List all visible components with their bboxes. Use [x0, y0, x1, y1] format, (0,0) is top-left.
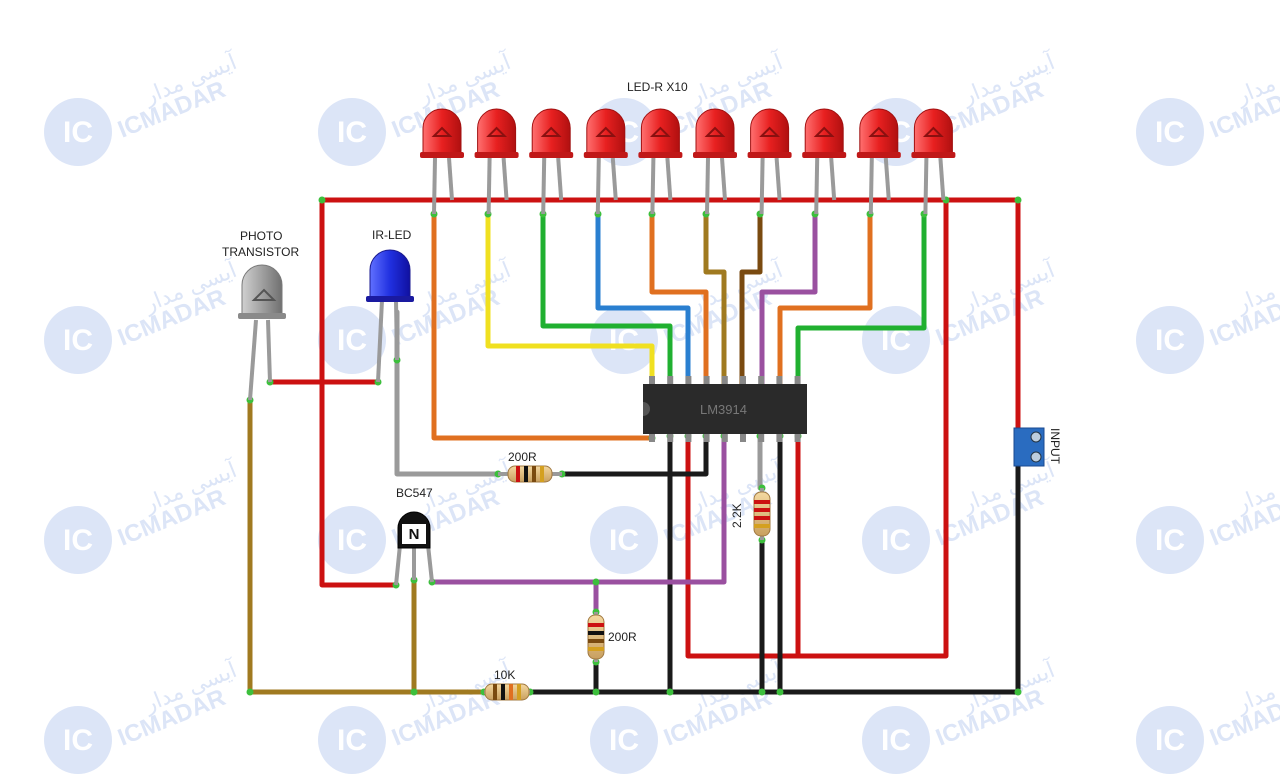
svg-text:IC: IC	[609, 724, 639, 757]
orange-wire-9	[777, 211, 873, 387]
ir-led-label: IR-LED	[372, 228, 412, 242]
ir-led	[366, 249, 414, 383]
photo-transistor-label-line2: TRANSISTOR	[222, 245, 300, 259]
svg-text:IC: IC	[1155, 116, 1185, 149]
led-array-label: LED-R X10	[627, 80, 688, 94]
resistor-2-2k-label: 2.2K	[730, 503, 744, 528]
input-label: INPUT	[1048, 428, 1062, 464]
blue-wire-4	[595, 211, 691, 387]
svg-text:IC: IC	[1155, 724, 1185, 757]
resistor-10k	[484, 683, 530, 701]
red-led-7	[747, 108, 792, 215]
svg-text:IC: IC	[609, 324, 639, 357]
resistor-200r-mid	[587, 612, 605, 662]
red-led-10	[911, 108, 956, 215]
photo-transistor	[238, 264, 286, 401]
svg-text:IC: IC	[1155, 524, 1185, 557]
red-led-3	[529, 108, 574, 215]
input-terminal	[1013, 427, 1045, 467]
red-led-8	[802, 108, 847, 215]
green-wire-10	[795, 211, 927, 387]
red-wire-left-rail	[319, 197, 399, 588]
transistor-label: BC547	[396, 486, 433, 500]
svg-text:IC: IC	[881, 524, 911, 557]
resistor-200r-top	[498, 465, 562, 483]
resistor-10k-label: 10K	[494, 668, 516, 682]
black-wire-200r	[559, 433, 709, 477]
svg-text:IC: IC	[63, 116, 93, 149]
red-led-2	[474, 108, 519, 215]
green-wire-3	[540, 211, 673, 387]
resistors	[484, 465, 771, 701]
svg-text:IC: IC	[337, 724, 367, 757]
svg-text:IC: IC	[337, 524, 367, 557]
transistor-bc547: N	[394, 511, 434, 586]
svg-text:IC: IC	[609, 524, 639, 557]
red-led-1	[420, 108, 464, 215]
svg-text:IC: IC	[881, 724, 911, 757]
red-led-5	[638, 108, 683, 215]
svg-text:IC: IC	[337, 324, 367, 357]
svg-text:IC: IC	[63, 724, 93, 757]
red-wire-loop	[685, 197, 949, 659]
svg-text:IC: IC	[337, 116, 367, 149]
red-led-6	[693, 108, 737, 215]
purple-wire-8	[759, 211, 818, 387]
svg-text:N: N	[409, 526, 420, 543]
orange-wire-1	[431, 211, 655, 441]
svg-text:IC: IC	[1155, 324, 1185, 357]
resistor-2-2k	[753, 488, 771, 540]
brown-wire-7	[739, 211, 763, 387]
resistor-200r-mid-label: 200R	[608, 630, 637, 644]
yellow-wire-2	[485, 211, 655, 387]
svg-text:IC: IC	[63, 524, 93, 557]
ic-lm3914	[643, 376, 807, 442]
resistor-200r-top-label: 200R	[508, 450, 537, 464]
olive-wire-6	[703, 211, 727, 387]
svg-text:IC: IC	[63, 324, 93, 357]
wires	[247, 197, 1021, 695]
photo-transistor-label-line1: PHOTO	[240, 229, 283, 243]
red-led-4	[583, 108, 628, 215]
red-led-array	[420, 108, 956, 215]
ic-label: LM3914	[700, 402, 747, 417]
red-led-9	[856, 108, 901, 215]
purple-wire-transistor	[429, 433, 727, 585]
orange-wire-5	[649, 211, 709, 387]
junction-dots	[246, 196, 1022, 696]
gray-wire-ir-led	[394, 309, 501, 477]
